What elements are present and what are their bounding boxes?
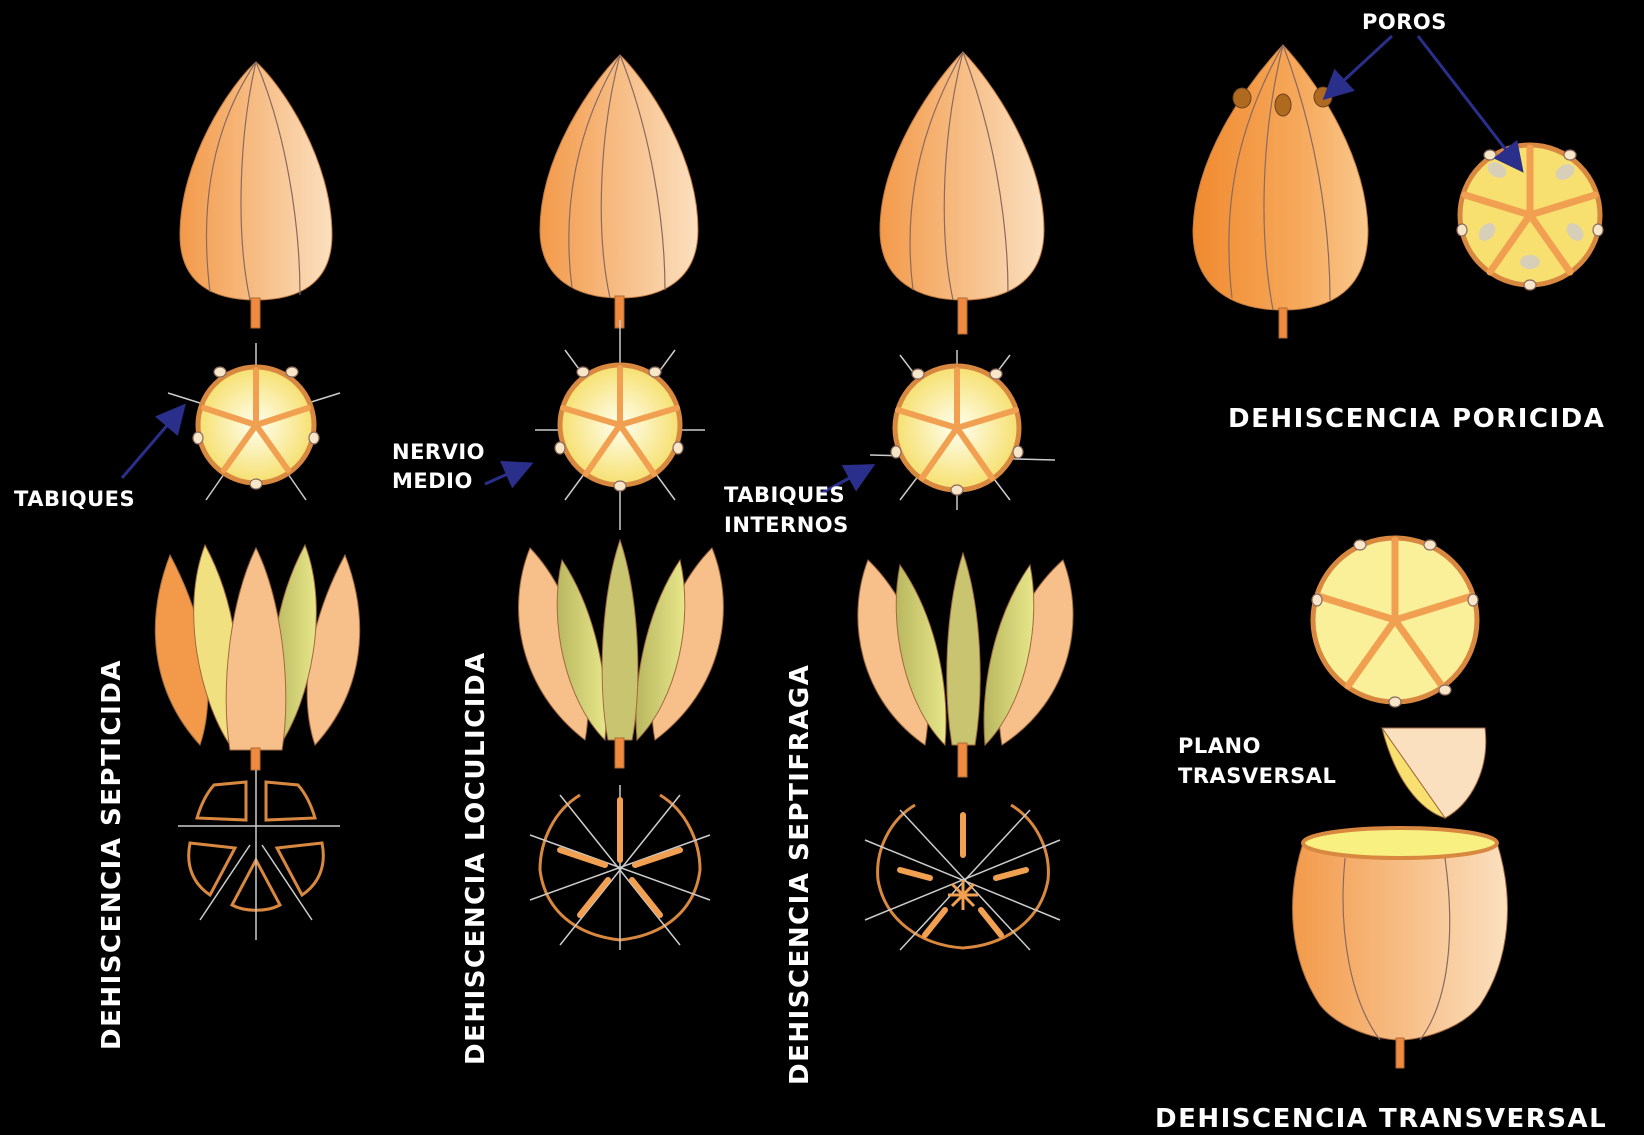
loculicida-opened-fruit xyxy=(519,540,724,768)
poros-label: POROS xyxy=(1362,10,1447,34)
septifraga-fruit xyxy=(880,52,1044,334)
septifraga-cross-section xyxy=(870,350,1055,510)
nervio-medio-label-line1: NERVIO xyxy=(392,440,485,464)
loculicida-opened-section xyxy=(530,785,710,950)
tabiques-arrow xyxy=(122,408,182,478)
loculicida-cross-section xyxy=(535,320,705,530)
tabiques-label: TABIQUES xyxy=(14,487,135,511)
septicida-title: DEHISCENCIA SEPTICIDA xyxy=(97,659,127,1050)
nervio-medio-label-line2: MEDIO xyxy=(392,469,473,493)
septifraga-group xyxy=(858,52,1073,950)
transversal-capsule-base xyxy=(1293,828,1508,1068)
plano-trasversal-label-line2: TRASVERSAL xyxy=(1178,764,1336,788)
poricida-fruit xyxy=(1193,45,1368,338)
poricida-group xyxy=(1193,36,1603,338)
transversal-lid xyxy=(1382,728,1486,818)
nervio-medio-arrow xyxy=(485,465,528,484)
plano-trasversal-label-line1: PLANO xyxy=(1178,734,1261,758)
tabiques-internos-label-line1: TABIQUES xyxy=(724,483,845,507)
septifraga-title: DEHISCENCIA SEPTIFRAGA xyxy=(785,664,815,1085)
septicida-opened-fruit xyxy=(155,545,359,770)
loculicida-title: DEHISCENCIA LOCULICIDA xyxy=(461,651,491,1065)
transversal-title: DEHISCENCIA TRANSVERSAL xyxy=(1155,1104,1607,1134)
loculicida-fruit xyxy=(540,55,698,328)
septifraga-opened-fruit xyxy=(858,553,1073,777)
septicida-opened-section xyxy=(178,770,340,940)
poricida-title: DEHISCENCIA PORICIDA xyxy=(1228,404,1605,434)
septifraga-opened-section xyxy=(865,805,1060,950)
poros-arrow-fruit xyxy=(1327,36,1392,96)
septicida-cross-section xyxy=(168,343,340,500)
tabiques-internos-label-line2: INTERNOS xyxy=(724,513,849,537)
transversal-section-top xyxy=(1312,538,1478,707)
transversal-group xyxy=(1293,538,1508,1068)
poricida-cross-section xyxy=(1457,145,1603,290)
septicida-fruit xyxy=(180,62,332,328)
poros-arrow-section xyxy=(1418,36,1520,168)
loculicida-group xyxy=(519,55,724,950)
septicida-group xyxy=(155,62,359,940)
